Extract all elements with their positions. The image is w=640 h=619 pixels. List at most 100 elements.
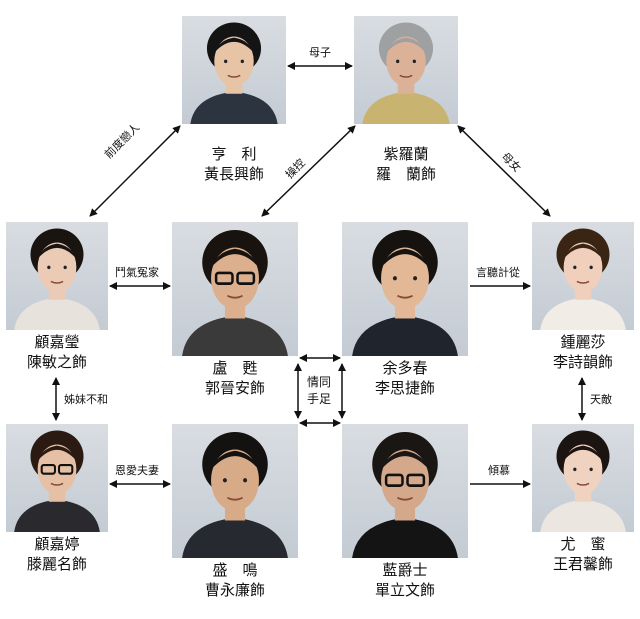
role-name: 顧嘉瑩 bbox=[34, 333, 80, 351]
portrait-eye-left bbox=[573, 265, 577, 270]
role-name: 盛 鳴 bbox=[212, 561, 258, 579]
portrait-shoulders bbox=[352, 517, 458, 558]
label-mother-son: 母子 bbox=[309, 46, 331, 59]
portrait-fringe bbox=[211, 248, 259, 268]
portrait-glasses-right bbox=[58, 463, 74, 475]
portrait-fringe bbox=[37, 243, 77, 259]
portrait-face bbox=[37, 444, 77, 495]
portrait-photo bbox=[172, 222, 298, 356]
actor-name: 王君馨飾 bbox=[552, 555, 613, 573]
portrait-face bbox=[563, 242, 603, 293]
portrait-glasses-right bbox=[236, 271, 256, 285]
portrait-eye-right bbox=[589, 467, 593, 472]
portrait-photo bbox=[532, 222, 634, 330]
portrait-eye-left bbox=[573, 467, 577, 472]
portrait-photo bbox=[354, 16, 458, 124]
portrait-face bbox=[386, 36, 426, 87]
actor-name: 單立文飾 bbox=[374, 581, 435, 599]
actor-name: 陳敏之飾 bbox=[26, 353, 87, 371]
role-name: 尤 蜜 bbox=[560, 535, 606, 553]
portrait-mouth bbox=[227, 74, 241, 78]
portrait-fringe bbox=[214, 37, 254, 53]
portrait-shoulders bbox=[14, 499, 100, 532]
role-name: 紫羅蘭 bbox=[383, 145, 429, 163]
arrow-ex-lovers bbox=[89, 125, 181, 217]
role-name: 盧 甦 bbox=[212, 359, 258, 377]
label-loving-couple: 恩愛夫妻 bbox=[115, 464, 159, 477]
portrait-mouth bbox=[576, 280, 590, 284]
portrait-glasses-left bbox=[214, 271, 234, 285]
portrait-face bbox=[381, 247, 429, 310]
portrait-mouth bbox=[576, 482, 590, 486]
portrait-eye-left bbox=[392, 276, 397, 281]
arrow-mother-daughter bbox=[457, 125, 551, 217]
actor-name: 滕麗名飾 bbox=[26, 555, 87, 573]
portrait-eye-left bbox=[224, 59, 228, 64]
portrait-glasses-right bbox=[406, 473, 426, 487]
portrait-photo bbox=[342, 424, 468, 558]
portrait-photo bbox=[172, 424, 298, 558]
portrait-eye-right bbox=[589, 265, 593, 270]
label-sisters: 姊妹不和 bbox=[64, 393, 108, 406]
portrait-eye-right bbox=[412, 59, 416, 64]
portrait-fringe bbox=[381, 450, 429, 470]
portrait-photo bbox=[6, 424, 108, 532]
portrait-mouth bbox=[397, 294, 413, 299]
portrait-eye-left bbox=[222, 478, 227, 483]
label-obey: 言聽計從 bbox=[476, 266, 520, 279]
portrait-mouth bbox=[397, 496, 413, 501]
portrait-photo bbox=[6, 222, 108, 330]
portrait-figure bbox=[14, 430, 100, 532]
portrait-figure bbox=[540, 228, 626, 330]
label-brothers-line1: 情同 bbox=[307, 375, 332, 389]
portrait-glasses-left bbox=[40, 463, 56, 475]
portrait-mouth bbox=[50, 280, 64, 284]
portrait-figure bbox=[14, 228, 100, 330]
portrait-glasses-left bbox=[384, 473, 404, 487]
role-name: 藍爵士 bbox=[382, 561, 428, 579]
portrait-fringe bbox=[386, 37, 426, 53]
portrait-figure bbox=[182, 432, 288, 558]
portrait-face bbox=[381, 449, 429, 512]
label-brothers-line2: 手足 bbox=[307, 392, 332, 406]
portrait-eye-right bbox=[243, 478, 248, 483]
portrait-fringe bbox=[563, 243, 603, 259]
portrait-photo bbox=[182, 16, 286, 124]
portrait-face bbox=[214, 36, 254, 87]
portrait-photo bbox=[532, 424, 634, 532]
portrait-fringe bbox=[37, 445, 77, 461]
portrait-eye-left bbox=[396, 59, 400, 64]
portrait-mouth bbox=[50, 482, 64, 486]
portrait-face bbox=[211, 247, 259, 310]
portrait-figure bbox=[190, 22, 278, 124]
portrait-mouth bbox=[399, 74, 413, 78]
portrait-mouth bbox=[227, 496, 243, 501]
portrait-shoulders bbox=[352, 315, 458, 356]
actor-name: 曹永廉飾 bbox=[204, 581, 265, 599]
portrait-figure bbox=[352, 230, 458, 356]
portrait-shoulders bbox=[540, 499, 626, 532]
portrait-shoulders bbox=[362, 91, 450, 124]
portrait-fringe bbox=[211, 450, 259, 470]
portrait-eye-right bbox=[63, 265, 67, 270]
label-rivals: 鬥氣冤家 bbox=[115, 266, 159, 279]
label-nemesis: 天敵 bbox=[590, 393, 612, 406]
portrait-face bbox=[563, 444, 603, 495]
portrait-shoulders bbox=[540, 297, 626, 330]
actor-name: 郭晉安飾 bbox=[204, 379, 265, 397]
portrait-eye-right bbox=[413, 276, 418, 281]
portrait-face bbox=[211, 449, 259, 512]
portrait-figure bbox=[362, 22, 450, 124]
actor-name: 李詩韻飾 bbox=[552, 353, 613, 371]
portrait-fringe bbox=[563, 445, 603, 461]
portrait-shoulders bbox=[182, 517, 288, 558]
portrait-face bbox=[37, 242, 77, 293]
portrait-figure bbox=[182, 230, 288, 356]
portrait-photo bbox=[342, 222, 468, 356]
portrait-figure bbox=[352, 432, 458, 558]
label-admire: 傾慕 bbox=[488, 464, 510, 477]
arrow-manipulate bbox=[261, 125, 356, 217]
role-name: 顧嘉婷 bbox=[34, 535, 80, 553]
portrait-eye-left bbox=[47, 265, 51, 270]
actor-name: 黃長興飾 bbox=[203, 165, 264, 183]
